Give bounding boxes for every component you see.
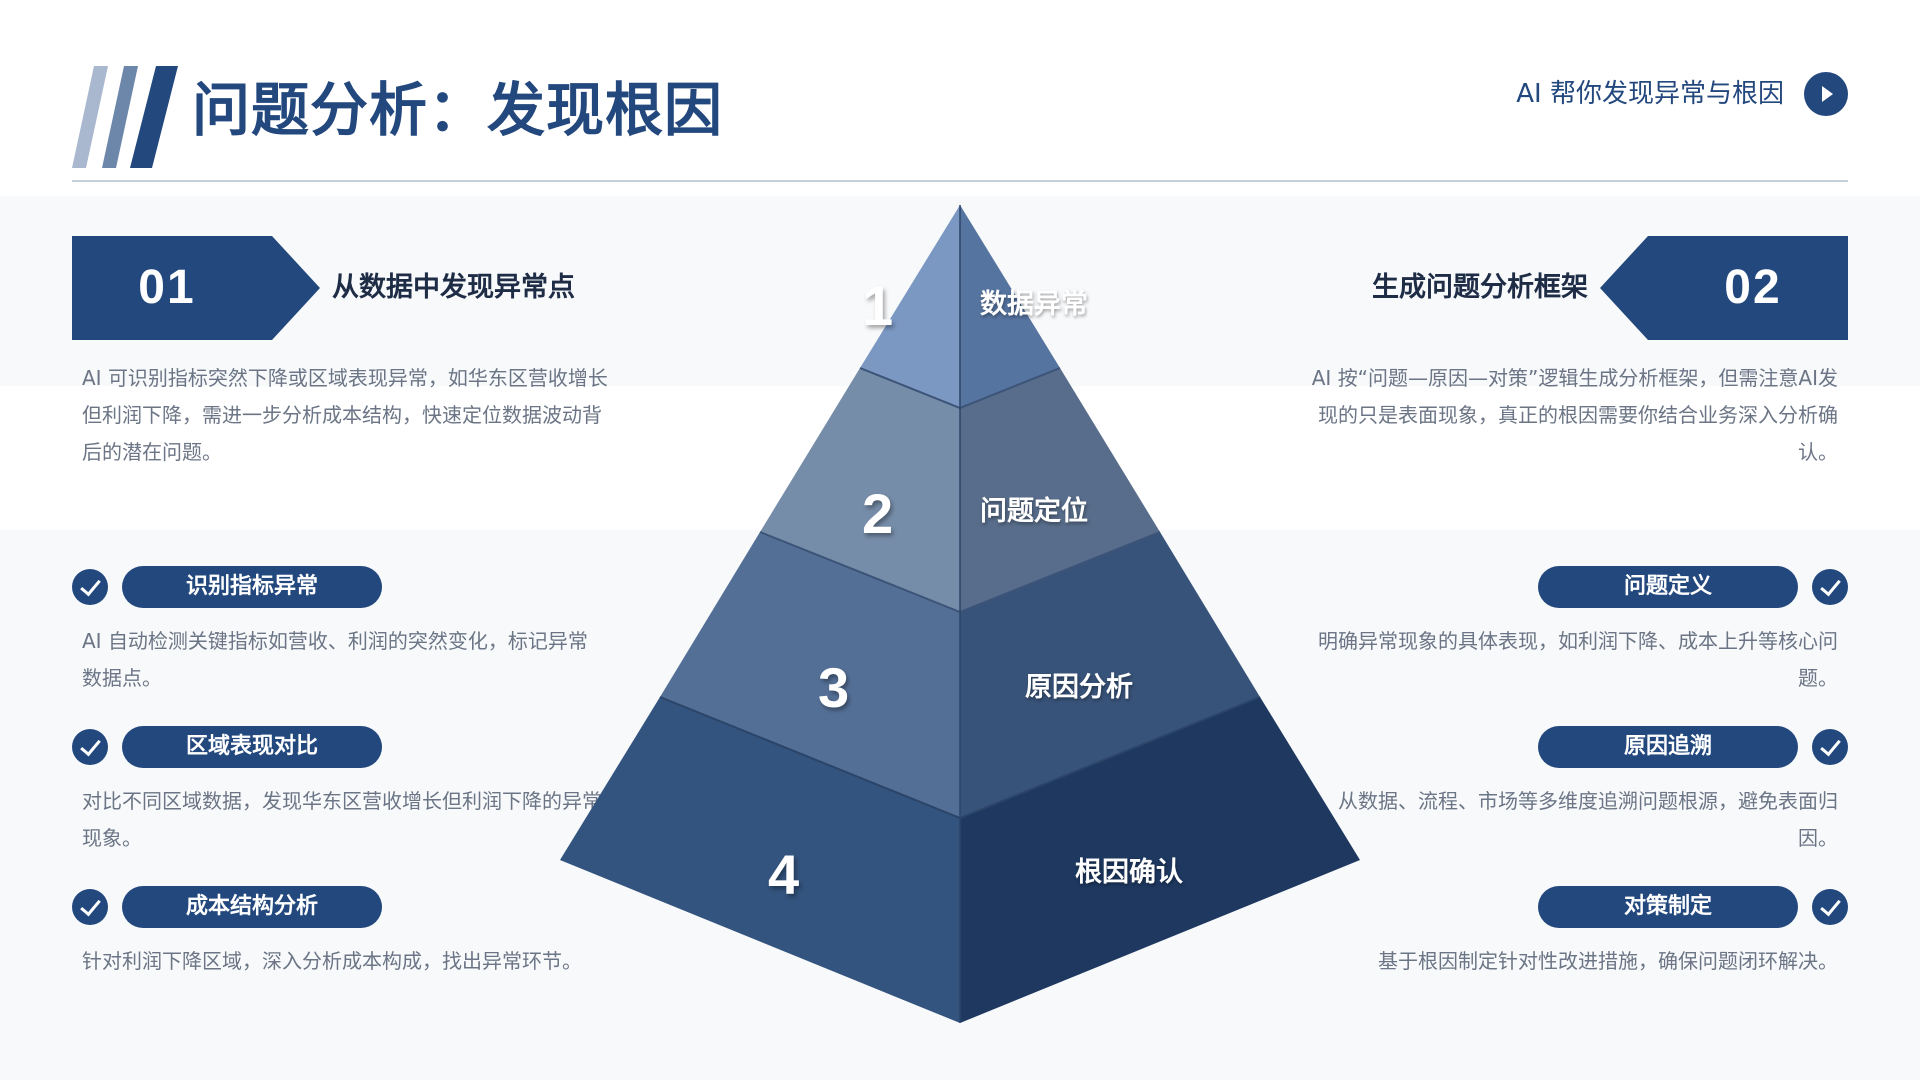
step-badge-01: 01 (72, 236, 320, 340)
step-number-02: 02 (1724, 261, 1782, 314)
left-item-description: AI 自动检测关键指标如营收、利润的突然变化，标记异常数据点。 (82, 629, 588, 690)
right-item-label: 问题定义 (1538, 566, 1798, 608)
header-divider (72, 180, 1848, 182)
pyramid-number-4: 4 (768, 843, 800, 906)
page-title: 问题分析：发现根因 (192, 76, 724, 144)
right-item-description: 基于根因制定针对性改进措施，确保问题闭环解决。 (1378, 949, 1838, 973)
right-section-title: 生成问题分析框架 (1372, 272, 1588, 303)
left-item-description: 针对利润下降区域，深入分析成本构成，找出异常环节。 (82, 949, 582, 973)
check-icon (72, 569, 108, 605)
check-icon (1812, 569, 1848, 605)
logo-stripes-icon (72, 66, 178, 168)
check-icon (1812, 729, 1848, 765)
right-section-description: AI 按“问题—原因—对策”逻辑生成分析框架，但需注意AI发现的只是表面现象，真… (1311, 366, 1838, 464)
pyramid-label-3: 原因分析 (1025, 672, 1133, 703)
right-item-label: 对策制定 (1538, 886, 1798, 928)
header-tagline: AI 帮你发现异常与根因 (1516, 79, 1784, 109)
check-icon (72, 889, 108, 925)
pyramid-number-3: 3 (818, 656, 850, 719)
right-item-label: 原因追溯 (1538, 726, 1798, 768)
right-item-description: 明确异常现象的具体表现，如利润下降、成本上升等核心问题。 (1318, 629, 1838, 690)
left-section-description: AI 可识别指标突然下降或区域表现异常，如华东区营收增长但利润下降，需进一步分析… (82, 366, 608, 464)
pyramid-number-2: 2 (862, 482, 894, 545)
pyramid-label-1: 数据异常 (980, 289, 1088, 320)
left-item-label: 成本结构分析 (122, 886, 382, 928)
check-icon (1812, 889, 1848, 925)
pyramid-number-1: 1 (862, 274, 894, 337)
left-item-label: 识别指标异常 (122, 566, 382, 608)
left-section-title: 从数据中发现异常点 (332, 272, 575, 303)
check-icon (72, 729, 108, 765)
step-number-01: 01 (138, 261, 196, 314)
left-item-description: 对比不同区域数据，发现华东区营收增长但利润下降的异常现象。 (82, 789, 602, 850)
right-item-description: 从数据、流程、市场等多维度追溯问题根源，避免表面归因。 (1338, 789, 1838, 850)
pyramid-label-4: 根因确认 (1075, 857, 1183, 888)
play-icon[interactable] (1804, 72, 1848, 116)
step-badge-02: 02 (1600, 236, 1848, 340)
pyramid-label-2: 问题定位 (980, 496, 1088, 527)
left-item-label: 区域表现对比 (122, 726, 382, 768)
